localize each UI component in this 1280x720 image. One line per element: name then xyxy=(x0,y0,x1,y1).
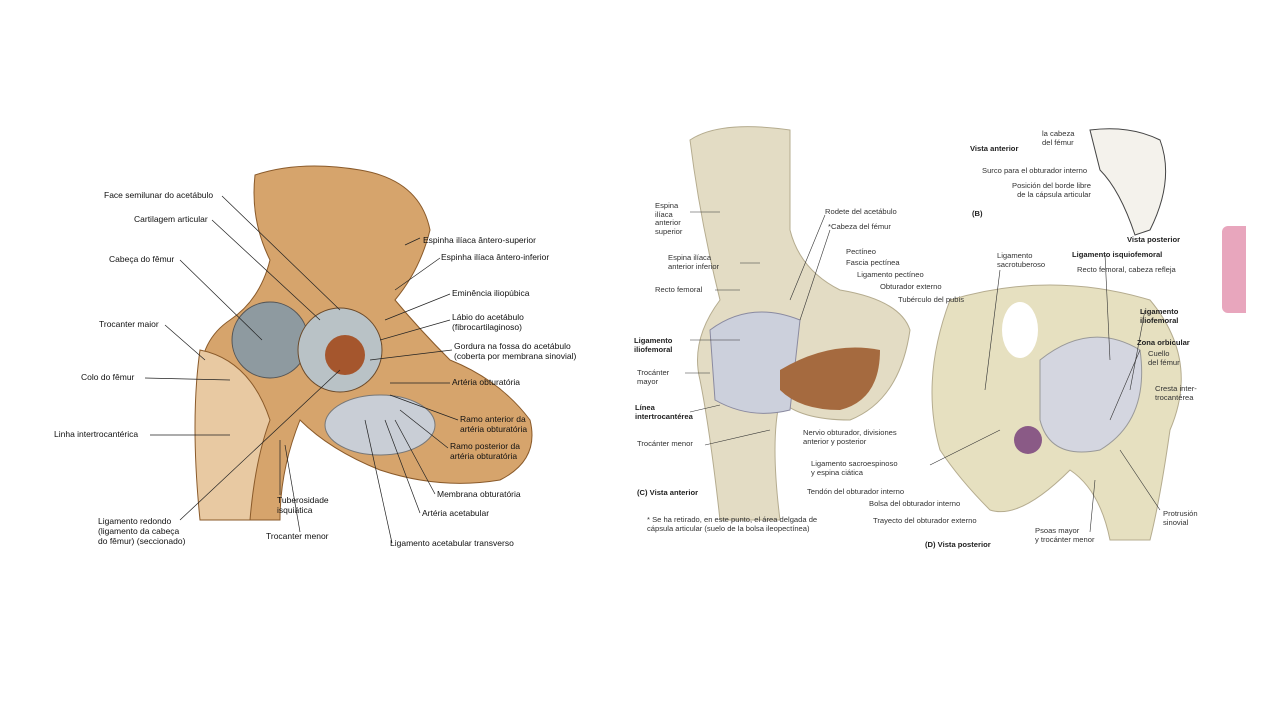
label: Cartilagem articular xyxy=(134,214,208,224)
label: Pectíneo xyxy=(846,247,876,256)
label: Obturador externo xyxy=(880,282,942,291)
label: Lábio do acetábulo (fibrocartilaginoso) xyxy=(452,312,524,332)
panel-caption: (D) Vista posterior xyxy=(925,540,991,549)
label: Colo do fêmur xyxy=(81,372,135,382)
label: Face semilunar do acetábulo xyxy=(104,190,214,200)
label: Ramo anterior da artéria obturatória xyxy=(460,414,528,434)
panel-caption: (B) xyxy=(972,209,983,218)
label: Ligamento iliofemoral xyxy=(634,336,673,354)
label: Nervio obturador, divisiones anterior y … xyxy=(803,428,897,446)
label: Ligamento isquiofemoral xyxy=(1072,250,1163,259)
label: Surco para el obturador interno xyxy=(982,166,1088,175)
label: Protrusión sinovial xyxy=(1163,509,1198,527)
label: Artéria obturatória xyxy=(452,377,521,387)
label: Recto femoral xyxy=(655,285,703,294)
side-tab xyxy=(1222,226,1246,313)
label: Psoas mayor y trocánter menor xyxy=(1035,526,1095,544)
label: Ramo posterior da artéria obturatória xyxy=(450,441,520,461)
hip-joint-illustration-portuguese: Face semilunar do acetábulo Cartilagem a… xyxy=(0,0,620,720)
label: Cresta inter- trocantérea xyxy=(1155,384,1197,402)
hip-joint-drawing xyxy=(144,165,533,544)
footnote: * Se ha retirado, en este punto, el área… xyxy=(647,515,818,533)
label: Vista anterior xyxy=(970,144,1019,153)
label: Cabeça do fêmur xyxy=(109,254,175,264)
label: Ligamento sacrotuberoso xyxy=(997,251,1046,269)
label: Tubérculo del pubis xyxy=(898,295,964,304)
label: Tendón del obturador interno xyxy=(807,487,905,496)
label: Membrana obturatória xyxy=(437,489,521,499)
label: Ligamento redondo (ligamento da cabeça d… xyxy=(98,516,186,546)
label: Recto femoral, cabeza refleja xyxy=(1077,265,1176,274)
label: Trayecto del obturador externo xyxy=(873,516,977,525)
label: Linha intertrocantérica xyxy=(54,429,139,439)
label: la cabeza del fémur xyxy=(1042,129,1075,147)
label: Vista posterior xyxy=(1127,235,1181,244)
label: Trocánter menor xyxy=(637,439,693,448)
label: Ligamento iliofemoral xyxy=(1140,307,1179,325)
label: Artéria acetabular xyxy=(422,508,490,518)
label: Espina ilíaca anterior inferior xyxy=(668,253,720,271)
label: Ligamento sacroespinoso y espina ciática xyxy=(811,459,898,477)
label: Rodete del acetábulo xyxy=(825,207,897,216)
label: Cuello del fémur xyxy=(1148,349,1180,367)
label: Fascia pectínea xyxy=(846,258,900,267)
label: Eminência iliopúbica xyxy=(452,288,530,298)
label: Posición del borde libre de la cápsula a… xyxy=(1012,181,1091,199)
label: Tuberosidade isquiática xyxy=(277,495,329,515)
label: Espina ilíaca anterior superior xyxy=(655,201,683,237)
panel-caption: (C) Vista anterior xyxy=(637,488,699,497)
label: Bolsa del obturador interno xyxy=(869,499,961,508)
label: Gordura na fossa do acetábulo (coberta p… xyxy=(454,341,577,361)
label: Línea intertrocantérea xyxy=(635,403,693,421)
label: Trocanter menor xyxy=(266,531,329,541)
label: Espinha ilíaca ântero-inferior xyxy=(441,252,550,262)
label: Zona orbicular xyxy=(1137,338,1190,347)
label: Espinha ilíaca ântero-superior xyxy=(423,235,536,245)
label: Ligamento acetabular transverso xyxy=(390,538,514,548)
label: Ligamento pectíneo xyxy=(857,270,924,279)
label: Trocanter maior xyxy=(99,319,159,329)
label: Trocánter mayor xyxy=(637,368,670,386)
label: *Cabeza del fémur xyxy=(828,222,891,231)
